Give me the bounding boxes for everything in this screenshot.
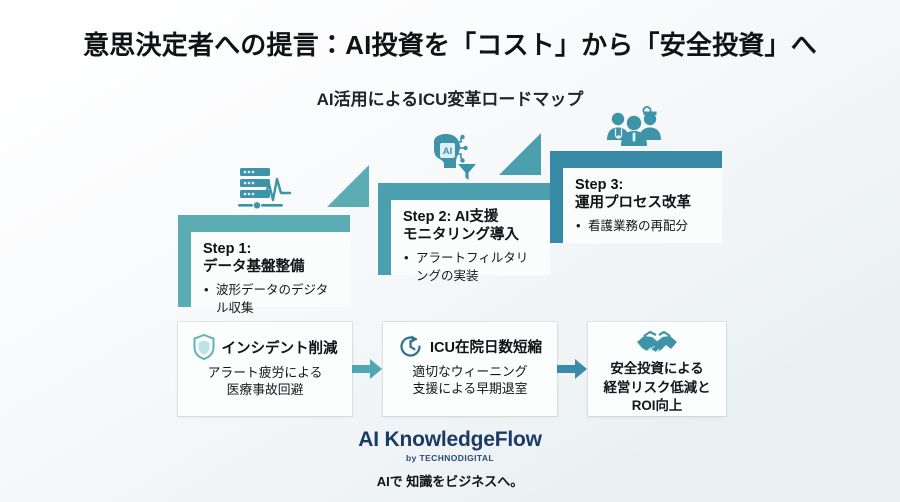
brand-name: AI KnowledgeFlow (358, 428, 542, 451)
outcome-card-icu-stay-head: ICU在院日数短縮 (393, 334, 547, 359)
outcome-card-icu-stay-desc: 適切なウィーニング 支援による早期退室 (412, 364, 528, 397)
server-waveform-icon (232, 166, 294, 217)
shield-icon (193, 334, 215, 360)
outcome-card-roi-desc: 安全投資による 経営リスク低減と ROI向上 (603, 361, 711, 413)
step-1-left-bar (178, 215, 191, 307)
roadmap-step-1[interactable]: Step 1: データ基盤整備 波形データのデジタル収集 (178, 215, 350, 315)
step-2-bullets: アラートフィルタリングの実装 (403, 249, 540, 286)
step-3-bullet-0: 看護業務の再配分 (575, 217, 712, 236)
outcome-card-incident-desc: アラート疲労による 医療事故回避 (207, 365, 323, 398)
flow-arrow-2 (557, 358, 587, 385)
step-2-left-bar (378, 183, 391, 275)
outcome-card-roi-head (598, 330, 716, 356)
outcome-card-icu-stay-title: ICU在院日数短縮 (430, 340, 542, 356)
step-2-top-bar (378, 183, 550, 200)
footer-branding: AI KnowledgeFlow by TECHNODIGITAL AIで 知識… (0, 428, 900, 490)
step-1-bullet-0: 波形データのデジタル収集 (203, 281, 340, 318)
step-3-title: Step 3: 運用プロセス改革 (575, 177, 691, 212)
step-3-left-bar (550, 151, 563, 243)
ai-brain-filter-icon: AI (420, 134, 482, 187)
step-1-top-bar (178, 215, 350, 232)
outcome-card-incident-title: インシデント削減 (221, 340, 338, 357)
step-1-body: Step 1: データ基盤整備 波形データのデジタル収集 (191, 232, 350, 315)
page-subtitle: AI活用によるICU変革ロードマップ (316, 90, 584, 109)
medical-team-icon (602, 106, 668, 155)
riser-step1-step2 (327, 165, 369, 207)
outcome-card-incident[interactable]: インシデント削減 アラート疲労による 医療事故回避 (178, 322, 352, 416)
step-2-bullet-0: アラートフィルタリングの実装 (403, 249, 540, 286)
step-3-body: Step 3: 運用プロセス改革 看護業務の再配分 (563, 168, 722, 243)
step-3-top-bar (550, 151, 722, 168)
brand-tagline: AIで 知識をビジネスへ。 (376, 474, 524, 489)
brand-subtitle: by TECHNODIGITAL (406, 453, 494, 463)
step-1-title: Step 1: データ基盤整備 (203, 241, 305, 276)
svg-text:AI: AI (443, 146, 453, 157)
flow-arrow-1 (352, 358, 382, 385)
step-3-bullets: 看護業務の再配分 (575, 217, 712, 236)
step-2-body: Step 2: AI支援 モニタリング導入 アラートフィルタリングの実装 (391, 200, 550, 283)
handshake-icon (635, 330, 679, 356)
riser-step2-step3 (499, 133, 541, 175)
step-2-title: Step 2: AI支援 モニタリング導入 (403, 209, 519, 244)
outcome-card-icu-stay[interactable]: ICU在院日数短縮 適切なウィーニング 支援による早期退室 (383, 322, 557, 416)
page-title: 意思決定者への提言：AI投資を「コスト」から「安全投資」へ (83, 30, 817, 60)
outcome-card-incident-head: インシデント削減 (188, 334, 342, 360)
roadmap-step-3[interactable]: Step 3: 運用プロセス改革 看護業務の再配分 (550, 151, 722, 243)
outcome-card-roi[interactable]: 安全投資による 経営リスク低減と ROI向上 (588, 322, 726, 416)
clock-rotate-icon (398, 334, 423, 359)
roadmap-step-2[interactable]: Step 2: AI支援 モニタリング導入 アラートフィルタリングの実装 (378, 183, 550, 283)
step-1-bullets: 波形データのデジタル収集 (203, 281, 340, 318)
